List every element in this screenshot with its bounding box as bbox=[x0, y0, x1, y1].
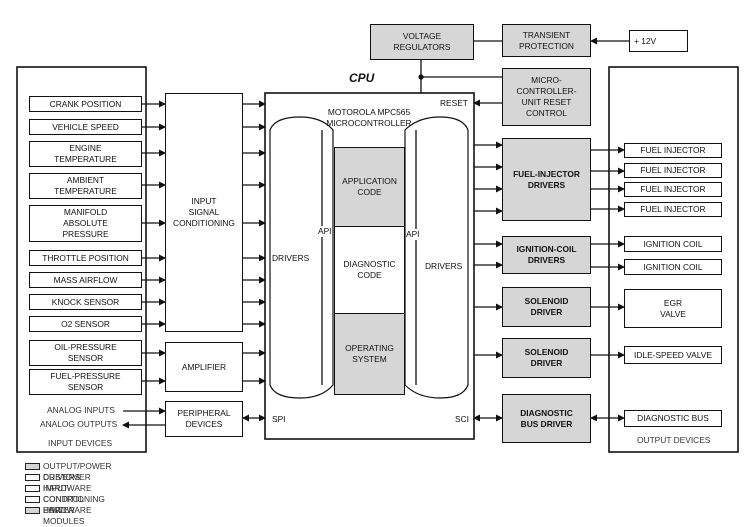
engine-temperature-sensor: ENGINE TEMPERATURE bbox=[29, 141, 142, 167]
cpu-label: CPU bbox=[349, 71, 375, 85]
mcu-title: MOTOROLA MPC565 MICROCONTROLLER bbox=[326, 107, 412, 128]
fuel-injector-drivers-box: FUEL-INJECTOR DRIVERS bbox=[502, 138, 591, 221]
sci-label: SCI bbox=[455, 414, 469, 424]
throttle-position-sensor: THROTTLE POSITION bbox=[29, 250, 142, 266]
legend-label: CUSTOMER HARDWARE bbox=[43, 472, 92, 493]
fuel-injector-3: FUEL INJECTOR bbox=[624, 182, 722, 197]
api-right-lens bbox=[404, 116, 469, 399]
reset-label: RESET bbox=[440, 98, 468, 108]
legend-label: CONTROL UNIT bbox=[43, 494, 84, 515]
diagnostic-bus-driver-box: DIAGNOSTIC BUS DRIVER bbox=[502, 394, 591, 443]
legend-swatch-output-power-drivers bbox=[25, 463, 40, 470]
junction-dot bbox=[418, 74, 424, 80]
legend-swatch-input-conditioning bbox=[25, 485, 40, 492]
legend-label: INPUT-CONDITIONING HARDWARE bbox=[43, 483, 105, 515]
legend-label: POWER MODULES bbox=[43, 505, 85, 526]
manifold-absolute-pressure-sensor: MANIFOLD ABSOLUTE PRESSURE bbox=[29, 205, 142, 242]
solenoid-driver-1-box: SOLENOID DRIVER bbox=[502, 287, 591, 327]
drivers-right-label: DRIVERS bbox=[425, 261, 463, 271]
api-right-label: API bbox=[406, 229, 420, 240]
output-devices-caption: OUTPUT DEVICES bbox=[637, 435, 711, 445]
idle-speed-valve: IDLE-SPEED VALVE bbox=[624, 346, 722, 364]
mass-airflow-sensor: MASS AIRFLOW bbox=[29, 272, 142, 288]
application-code-block: APPLICATION CODE bbox=[334, 147, 405, 227]
diagnostic-bus: DIAGNOSTIC BUS bbox=[624, 410, 722, 427]
legend-swatch-customer-hardware bbox=[25, 474, 40, 481]
api-left-label: API bbox=[318, 226, 332, 237]
ignition-coil-2: IGNITION COIL bbox=[624, 259, 722, 275]
api-left-lens bbox=[269, 116, 334, 399]
peripheral-devices-box: PERIPHERAL DEVICES bbox=[165, 401, 243, 437]
input-devices-caption: INPUT DEVICES bbox=[48, 438, 113, 448]
fuel-injector-1: FUEL INJECTOR bbox=[624, 143, 722, 158]
cpu-frame bbox=[264, 92, 475, 440]
legend-swatch-power-modules bbox=[25, 507, 40, 514]
vehicle-speed-sensor: VEHICLE SPEED bbox=[29, 119, 142, 135]
crank-position-sensor: CRANK POSITION bbox=[29, 96, 142, 112]
egr-valve: EGR VALVE bbox=[624, 289, 722, 328]
solenoid-driver-2-box: SOLENOID DRIVER bbox=[502, 338, 591, 378]
transient-protection-box: TRANSIENT PROTECTION bbox=[502, 24, 591, 57]
fuel-injector-4: FUEL INJECTOR bbox=[624, 202, 722, 217]
spi-label: SPI bbox=[272, 414, 286, 424]
o2-sensor: O2 SENSOR bbox=[29, 316, 142, 332]
voltage-regulators-box: VOLTAGE REGULATORS bbox=[370, 24, 474, 60]
ignition-coil-1: IGNITION COIL bbox=[624, 236, 722, 252]
supply-12v-box: + 12V bbox=[629, 30, 688, 52]
input-devices-frame bbox=[16, 66, 147, 453]
mcu-reset-control-box: MICRO- CONTROLLER- UNIT RESET CONTROL bbox=[502, 68, 591, 126]
legend-swatch-control-unit bbox=[25, 496, 40, 503]
analog-outputs-label: ANALOG OUTPUTS bbox=[40, 419, 118, 429]
output-devices-frame bbox=[608, 66, 739, 453]
fuel-injector-2: FUEL INJECTOR bbox=[624, 163, 722, 178]
drivers-left-label: DRIVERS bbox=[272, 253, 310, 263]
operating-system-block: OPERATING SYSTEM bbox=[334, 313, 405, 395]
legend: OUTPUT/POWER DRIVERS CUSTOMER HARDWARE I… bbox=[25, 461, 225, 526]
analog-inputs-label: ANALOG INPUTS bbox=[47, 405, 115, 415]
knock-sensor: KNOCK SENSOR bbox=[29, 294, 142, 310]
oil-pressure-sensor: OIL-PRESSURE SENSOR bbox=[29, 340, 142, 366]
diagnostic-code-block: DIAGNOSTIC CODE bbox=[334, 226, 405, 314]
amplifier-box: AMPLIFIER bbox=[165, 342, 243, 392]
legend-label: OUTPUT/POWER DRIVERS bbox=[43, 461, 112, 482]
input-signal-conditioning-box: INPUT SIGNAL CONDITIONING bbox=[165, 93, 243, 332]
ignition-coil-drivers-box: IGNITION-COIL DRIVERS bbox=[502, 236, 591, 274]
fuel-pressure-sensor: FUEL-PRESSURE SENSOR bbox=[29, 369, 142, 395]
ambient-temperature-sensor: AMBIENT TEMPERATURE bbox=[29, 173, 142, 199]
